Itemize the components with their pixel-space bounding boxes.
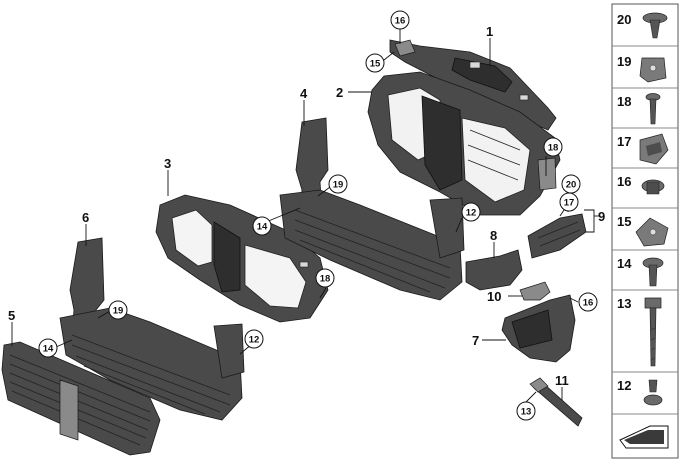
label-7: 7 [472,333,479,348]
legend-label-18: 18 [617,94,631,109]
part-4-shutter [279,117,465,301]
bolt-13-icon [644,297,662,367]
part-5-grille [1,341,161,456]
callout-17: 17 [559,192,579,212]
callout-14b: 14 [38,338,58,358]
label-1: 1 [486,24,493,39]
svg-text:18: 18 [320,274,331,285]
label-9: 9 [598,209,605,224]
part-2-frame [367,71,561,216]
rivet-12-icon [643,379,663,406]
part-6-shutter [59,237,245,421]
legend-label-17: 17 [617,134,631,149]
orientation-arrow-icon [619,425,669,449]
label-6: 6 [82,210,89,225]
clip-nut-15-icon [635,217,669,247]
svg-text:12: 12 [249,335,260,346]
label-2: 2 [336,85,343,100]
callout-12b: 12 [244,329,264,349]
label-8: 8 [490,228,497,243]
svg-text:16: 16 [583,298,594,309]
callout-13: 13 [516,401,536,421]
part-3-frame [155,194,329,323]
legend-label-19: 19 [617,54,631,69]
svg-text:20: 20 [566,180,577,191]
part-11-strut [529,377,583,427]
clip-17-icon [639,133,669,165]
fastener-legend: 20 19 18 17 16 15 14 [611,3,679,459]
callout-12a: 12 [461,202,481,222]
label-5: 5 [8,308,15,323]
svg-text:17: 17 [564,198,575,209]
part-8-bracket [465,249,523,291]
svg-text:16: 16 [395,16,406,27]
nut-16-icon [641,179,665,195]
svg-text:19: 19 [113,306,124,317]
svg-text:14: 14 [257,222,268,233]
svg-text:18: 18 [548,143,559,154]
callout-18a: 18 [543,137,563,157]
label-3: 3 [164,156,171,171]
svg-text:14: 14 [43,344,54,355]
callout-19a: 19 [328,174,348,194]
legend-label-12: 12 [617,378,631,393]
label-10: 10 [487,289,501,304]
part-10-clip [519,281,551,301]
part-7-duct [501,294,576,363]
legend-label-15: 15 [617,214,631,229]
nut-20-icon [642,12,668,39]
svg-text:19: 19 [333,180,344,191]
callout-18b: 18 [315,268,335,288]
svg-text:15: 15 [370,59,381,70]
callout-16a: 16 [390,10,410,30]
part-17-bracket [527,213,587,259]
clip-nut-19-icon [639,57,667,83]
screw-18-icon [645,93,661,125]
callout-19b: 19 [108,300,128,320]
legend-label-14: 14 [617,256,632,271]
callout-16b: 16 [578,292,598,312]
callout-20: 20 [561,174,581,194]
legend-label-16: 16 [617,174,631,189]
callout-15: 15 [365,53,385,73]
label-4: 4 [300,86,308,101]
svg-text:12: 12 [466,208,477,219]
legend-label-20: 20 [617,12,631,27]
legend-label-13: 13 [617,296,631,311]
label-11: 11 [555,373,569,388]
callout-14a: 14 [252,216,272,236]
svg-text:13: 13 [521,407,532,418]
bolt-14-icon [642,257,664,287]
